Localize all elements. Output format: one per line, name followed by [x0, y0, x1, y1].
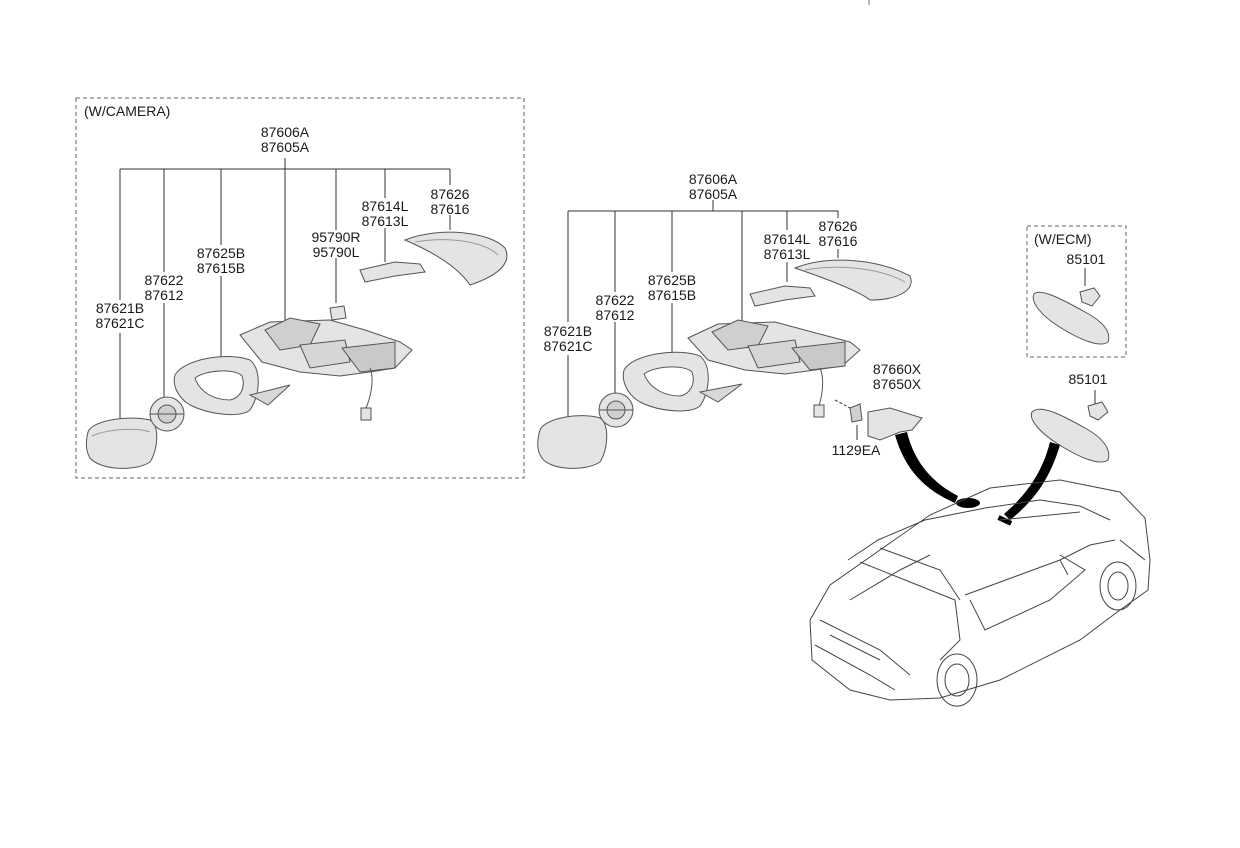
car-illustration — [809, 479, 1151, 707]
part-number: 87613L — [763, 246, 811, 262]
part-number: 87621B — [543, 323, 593, 339]
mirror-glass-shape — [85, 417, 158, 469]
part-number: 87614L — [763, 231, 811, 247]
part-number: 87650X — [872, 376, 922, 392]
standard-actuator-label: 87622 87612 — [585, 293, 645, 323]
camera-assembly-label: 87606A 87605A — [255, 125, 315, 155]
location-arrows — [895, 432, 1060, 526]
part-number: 95790L — [312, 244, 360, 260]
standard-side-repeater-label: 87614L 87613L — [757, 232, 817, 262]
camera-shape — [329, 305, 347, 321]
part-number: 87660X — [872, 361, 922, 377]
part-number: 87625B — [647, 272, 697, 288]
camera-label: 95790R 95790L — [306, 230, 366, 260]
standard-group-leaders — [567, 200, 858, 440]
part-number: 87621C — [543, 338, 593, 354]
inside-mirror-label: 85101 — [1068, 371, 1108, 387]
camera-actuator-label: 87622 87612 — [134, 273, 194, 303]
part-number: 87606A — [260, 124, 310, 140]
inside-cover-label: 87660X 87650X — [867, 362, 927, 392]
screw-label: 1129EA — [831, 442, 881, 458]
part-number: 87626 — [430, 186, 470, 202]
camera-scalp-cover-label: 87626 87616 — [420, 187, 480, 217]
standard-assembly-label: 87606A 87605A — [683, 172, 743, 202]
part-number: 87616 — [818, 233, 858, 249]
part-number: 87616 — [430, 201, 470, 217]
part-number: 87621B — [95, 300, 145, 316]
part-number: 87606A — [688, 171, 738, 187]
camera-group-parts — [85, 231, 508, 469]
part-number: 87613L — [361, 213, 409, 229]
part-number: 87605A — [688, 186, 738, 202]
standard-group-parts — [537, 259, 923, 469]
camera-scalp-frame-label: 87625B 87615B — [191, 246, 251, 276]
standard-scalp-frame-label: 87625B 87615B — [642, 273, 702, 303]
standard-mirror-glass-label: 87621B 87621C — [538, 324, 598, 354]
scalp-frame-shape — [173, 355, 259, 415]
actuator-shape — [149, 396, 185, 432]
part-number: 87605A — [260, 139, 310, 155]
ecm-mirror-shape — [1032, 287, 1110, 345]
camera-side-repeater-label: 87614L 87613L — [355, 199, 415, 229]
part-number: 87612 — [595, 307, 635, 323]
part-number: 87614L — [361, 198, 409, 214]
part-number: 87622 — [595, 292, 635, 308]
ecm-group-title: (W/ECM) — [1034, 231, 1092, 247]
part-number: 87626 — [818, 218, 858, 234]
camera-group-title: (W/CAMERA) — [84, 103, 171, 119]
part-number: 87622 — [144, 272, 184, 288]
side-repeater-shape — [359, 261, 426, 283]
camera-mirror-glass-label: 87621B 87621C — [90, 301, 150, 331]
inside-cover-shape — [867, 407, 923, 441]
part-number: 87615B — [196, 260, 246, 276]
part-number: 87625B — [196, 245, 246, 261]
ecm-group-box — [1026, 225, 1127, 358]
part-number: 87612 — [144, 287, 184, 303]
part-number: 95790R — [311, 229, 361, 245]
camera-group-leaders — [119, 158, 451, 420]
part-number: 87615B — [647, 287, 697, 303]
camera-group-box — [75, 97, 525, 479]
inside-mirror-shape — [1030, 401, 1110, 463]
ecm-inside-mirror-label: 85101 — [1066, 251, 1106, 267]
part-number: 87621C — [95, 315, 145, 331]
standard-scalp-cover-label: 87626 87616 — [808, 219, 868, 249]
